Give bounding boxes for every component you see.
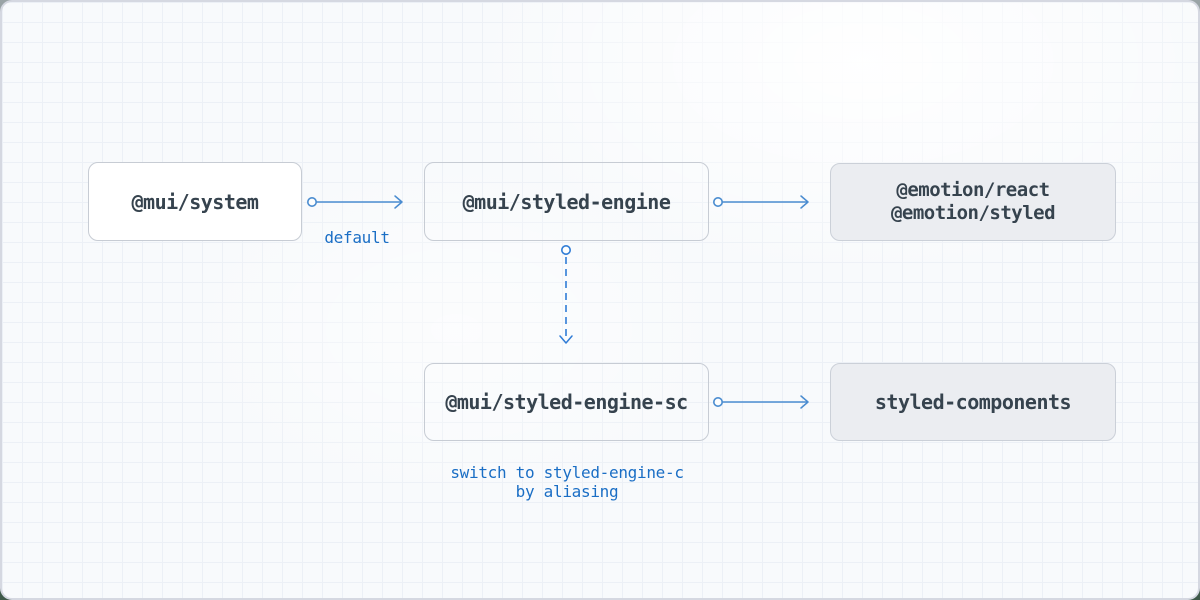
- node-emotion-react-styled: @emotion/react @emotion/styled: [830, 163, 1116, 241]
- arrow-sc-to-styled-components: [713, 395, 809, 409]
- arrow-styled-engine-to-emotion: [713, 195, 809, 209]
- edge-label-aliasing: switch to styled-engine-c by aliasing: [450, 463, 684, 501]
- arrow-dashed-styled-engine-to-sc: [559, 245, 573, 344]
- arrow-system-to-styled-engine: [307, 195, 403, 209]
- node-mui-styled-engine-sc: @mui/styled-engine-sc: [424, 363, 709, 441]
- node-mui-system: @mui/system: [88, 162, 302, 241]
- node-mui-styled-engine: @mui/styled-engine: [424, 162, 709, 241]
- edge-label-default: default: [324, 228, 390, 247]
- node-styled-components: styled-components: [830, 363, 1116, 441]
